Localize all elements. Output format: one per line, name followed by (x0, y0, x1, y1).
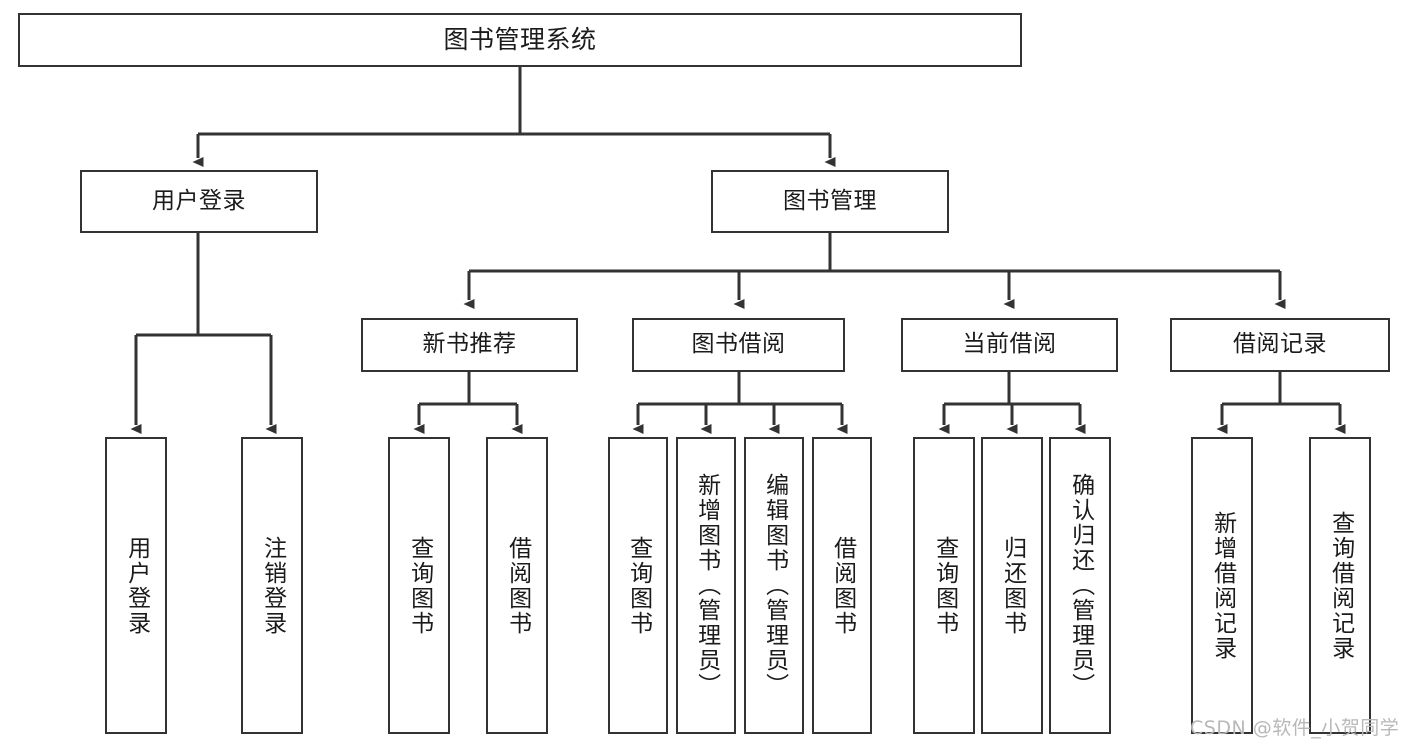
node-label: 确认归还（管理员） (1067, 473, 1094, 698)
leaf-book-borrow-add[interactable]: 新增图书（管理员） (676, 437, 736, 734)
node-label: 归还图书 (999, 535, 1026, 636)
node-borrow-record[interactable]: 借阅记录 (1170, 318, 1390, 372)
node-label: 查询图书 (625, 535, 652, 636)
leaf-borrow-record-add[interactable]: 新增借阅记录 (1191, 437, 1253, 734)
leaf-book-borrow-query[interactable]: 查询图书 (608, 437, 668, 734)
node-label: 借阅记录 (1233, 331, 1327, 358)
leaf-current-borrow-return[interactable]: 归还图书 (981, 437, 1043, 734)
node-book-borrow[interactable]: 图书借阅 (632, 318, 845, 372)
node-label: 图书管理 (783, 187, 877, 214)
node-label: 借阅图书 (504, 535, 531, 636)
node-label: 当前借阅 (962, 331, 1057, 358)
node-new-book-recommend[interactable]: 新书推荐 (361, 318, 578, 372)
node-label: 用户登录 (123, 535, 150, 636)
node-label: 新书推荐 (422, 331, 517, 358)
node-label: 编辑图书（管理员） (761, 473, 788, 698)
leaf-current-borrow-confirm-return[interactable]: 确认归还（管理员） (1049, 437, 1111, 734)
leaf-new-book-query[interactable]: 查询图书 (388, 437, 450, 734)
node-label: 借阅图书 (829, 535, 856, 636)
node-current-borrow[interactable]: 当前借阅 (901, 318, 1118, 372)
leaf-new-book-borrow[interactable]: 借阅图书 (486, 437, 548, 734)
node-book-management[interactable]: 图书管理 (711, 170, 949, 233)
node-user-login[interactable]: 用户登录 (80, 170, 318, 233)
node-label: 图书管理系统 (443, 25, 597, 55)
node-label: 用户登录 (152, 187, 246, 214)
node-root-book-management-system[interactable]: 图书管理系统 (18, 13, 1022, 67)
node-label: 注销登录 (259, 535, 286, 636)
node-label: 新增借阅记录 (1209, 510, 1236, 661)
leaf-user-login-login[interactable]: 用户登录 (105, 437, 167, 734)
leaf-current-borrow-query[interactable]: 查询图书 (913, 437, 975, 734)
leaf-book-borrow-edit[interactable]: 编辑图书（管理员） (744, 437, 804, 734)
node-label: 查询图书 (406, 535, 433, 636)
leaf-borrow-record-query[interactable]: 查询借阅记录 (1309, 437, 1371, 734)
node-label: 图书借阅 (691, 331, 786, 358)
leaf-user-login-logout[interactable]: 注销登录 (241, 437, 303, 734)
leaf-book-borrow-borrow[interactable]: 借阅图书 (812, 437, 872, 734)
node-label: 新增图书（管理员） (693, 473, 720, 698)
node-label: 查询图书 (931, 535, 958, 636)
node-label: 查询借阅记录 (1327, 510, 1354, 661)
